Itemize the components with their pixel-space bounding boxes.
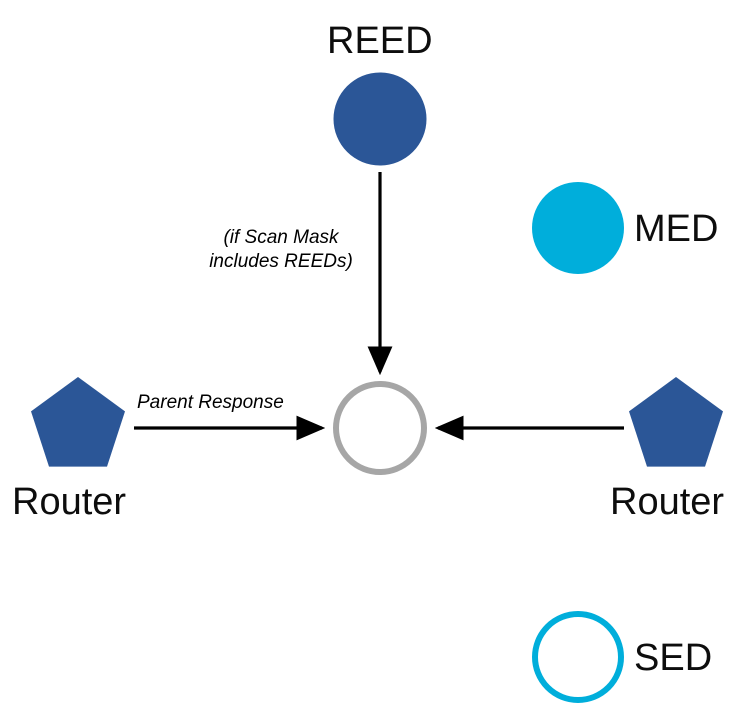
- node-label-med: MED: [634, 208, 719, 250]
- node-sed-circle[interactable]: [532, 611, 624, 703]
- edge-label-scan-mask-line1: (if Scan Mask: [223, 227, 339, 248]
- node-router-right-pentagon[interactable]: [629, 377, 723, 467]
- node-reed-circle[interactable]: [333, 72, 427, 166]
- node-label-router-right: Router: [610, 481, 725, 523]
- node-center-circle[interactable]: [333, 381, 427, 475]
- edge-label-scan-mask-line2: includes REEDs): [209, 250, 353, 272]
- edge-label-parent-response: Parent Response: [137, 392, 284, 413]
- node-med-circle[interactable]: [532, 182, 624, 274]
- node-label-sed: SED: [634, 637, 713, 679]
- edge-label-scan-mask: (if Scan Mask includes REEDs): [196, 226, 366, 274]
- node-label-router-left: Router: [12, 481, 127, 523]
- node-label-reed: REED: [327, 20, 433, 62]
- node-router-left-pentagon[interactable]: [31, 377, 125, 467]
